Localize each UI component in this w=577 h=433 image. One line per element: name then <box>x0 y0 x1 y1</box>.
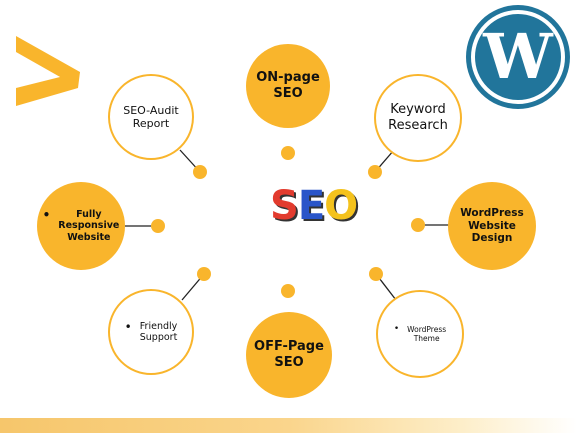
on-page-seo-node: ON-page SEO <box>246 44 330 128</box>
connector-dot <box>151 219 165 233</box>
connector-dot <box>193 165 207 179</box>
friendly-support-label: Friendly Support <box>139 320 178 343</box>
fully-responsive-node: • Fully Responsive Website <box>37 182 125 270</box>
wordpress-design-label: WordPress Website Design <box>460 207 524 245</box>
connector-dot <box>369 267 383 281</box>
chevron-decoration <box>16 36 80 106</box>
wordpress-logo: W <box>466 5 570 109</box>
bullet-icon: • <box>42 207 51 222</box>
connector-dot <box>368 165 382 179</box>
bullet-icon: • <box>124 319 132 334</box>
bottom-gradient-bar <box>0 418 577 433</box>
connector-dot <box>281 146 295 160</box>
on-page-seo-label: ON-page SEO <box>256 70 320 101</box>
seo-letter-e: E <box>297 183 325 229</box>
wordpress-theme-node: • WordPress Theme <box>376 290 464 378</box>
seo-audit-label: SEO-Audit Report <box>123 103 179 130</box>
wordpress-design-node: WordPress Website Design <box>448 182 536 270</box>
connector-dot <box>197 267 211 281</box>
connector-dot <box>281 284 295 298</box>
wordpress-theme-label: WordPress Theme <box>407 325 447 343</box>
seo-audit-node: SEO-Audit Report <box>108 74 194 160</box>
seo-letter-s: S <box>270 183 299 229</box>
svg-text:W: W <box>482 20 554 93</box>
seo-letter-o: O <box>324 183 358 229</box>
friendly-support-node: • Friendly Support <box>108 289 194 375</box>
bullet-icon: • <box>393 324 400 334</box>
connector-dot <box>411 218 425 232</box>
fully-responsive-label: Fully Responsive Website <box>58 208 120 243</box>
seo-logo: SEO <box>270 183 358 229</box>
keyword-research-label: Keyword Research <box>388 102 448 133</box>
off-page-seo-label: OFF-Page SEO <box>254 339 324 370</box>
off-page-seo-node: OFF-Page SEO <box>246 312 332 398</box>
keyword-research-node: Keyword Research <box>374 74 462 162</box>
